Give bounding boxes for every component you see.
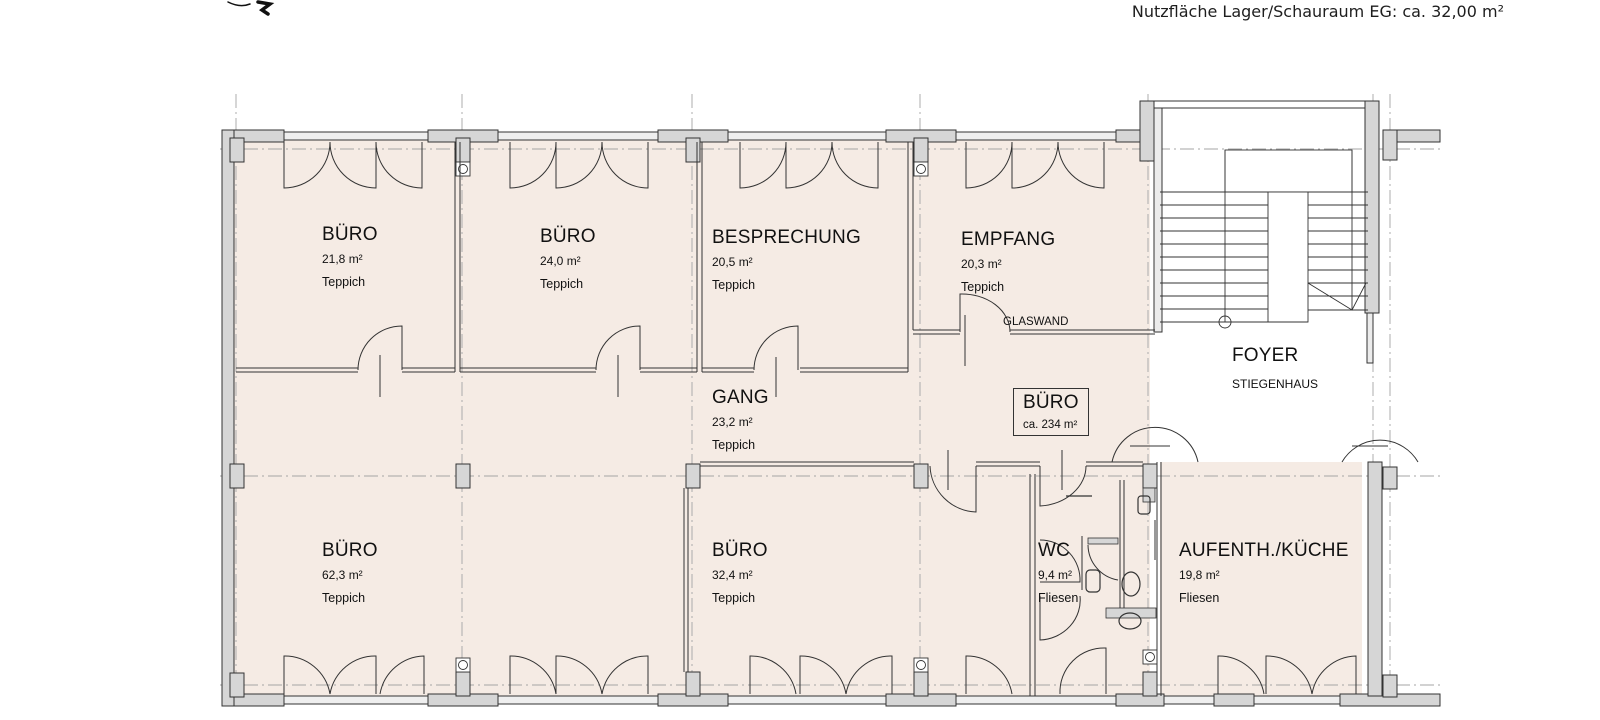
room-area: 24,0 m² <box>540 254 581 268</box>
room-flooring: Teppich <box>322 591 366 605</box>
sanitary-fixtures <box>1066 495 1151 630</box>
room-subtitle: STIEGENHAUS <box>1232 377 1319 391</box>
room-flooring: Fliesen <box>1179 591 1220 605</box>
room-area: 20,3 m² <box>961 257 1002 271</box>
room-kueche: AUFENTH./KÜCHE 19,8 m² Fliesen <box>1179 540 1349 605</box>
room-flooring: Teppich <box>712 591 756 605</box>
total-office-area-box: BÜRO ca. 234 m² <box>1013 388 1089 436</box>
room-flooring: Teppich <box>540 277 584 291</box>
room-name: BESPRECHUNG <box>712 227 861 248</box>
room-name: BÜRO <box>540 226 596 247</box>
room-name: BÜRO <box>322 224 378 245</box>
room-besprechung: BESPRECHUNG 20,5 m² Teppich <box>712 227 861 292</box>
glass-wall-label: GLASWAND <box>1003 316 1069 328</box>
doors <box>357 293 1419 695</box>
room-buero-3: BÜRO 62,3 m² Teppich <box>322 540 378 605</box>
room-area: 62,3 m² <box>322 568 363 582</box>
room-flooring: Teppich <box>712 278 756 292</box>
room-name: WC <box>1038 540 1071 561</box>
room-area: 23,2 m² <box>712 415 753 429</box>
floor-fill <box>232 140 1362 696</box>
room-name: BÜRO <box>322 540 378 561</box>
room-name: FOYER <box>1232 345 1299 366</box>
room-flooring: Teppich <box>961 280 1005 294</box>
room-name: BÜRO <box>712 540 768 561</box>
room-flooring: Fliesen <box>1038 591 1079 605</box>
room-empfang: EMPFANG 20,3 m² Teppich <box>961 229 1055 294</box>
staircase <box>1160 149 1368 329</box>
room-area: ca. 234 m² <box>1023 419 1078 431</box>
room-gang: GANG 23,2 m² Teppich <box>712 387 769 452</box>
room-area: 21,8 m² <box>322 252 363 266</box>
exterior-walls <box>221 100 1441 707</box>
room-area: 9,4 m² <box>1038 568 1073 582</box>
downpipe-markers <box>455 161 1158 673</box>
room-name: BÜRO <box>1023 392 1079 413</box>
window-doors-top <box>283 141 1105 189</box>
logo-fragment <box>227 0 275 16</box>
room-wc: WC 9,4 m² Fliesen <box>1038 540 1078 605</box>
room-buero-2: BÜRO 24,0 m² Teppich <box>540 226 596 291</box>
room-flooring: Teppich <box>322 275 366 289</box>
room-foyer: FOYER STIEGENHAUS <box>1232 345 1318 391</box>
room-buero-4: BÜRO 32,4 m² Teppich <box>712 540 768 605</box>
usable-area-note: Nutzfläche Lager/Schauraum EG: ca. 32,00… <box>1131 2 1504 21</box>
room-name: GANG <box>712 387 769 408</box>
room-area: 19,8 m² <box>1179 568 1220 582</box>
foyer-area <box>1160 112 1368 462</box>
room-name: EMPFANG <box>961 229 1056 250</box>
partitions <box>236 142 1162 696</box>
room-flooring: Teppich <box>712 438 756 452</box>
room-name: AUFENTH./KÜCHE <box>1179 540 1349 561</box>
window-doors-bottom <box>283 655 1357 695</box>
room-area: 32,4 m² <box>712 568 753 582</box>
room-buero-1: BÜRO 21,8 m² Teppich <box>322 224 378 289</box>
room-area: 20,5 m² <box>712 255 753 269</box>
